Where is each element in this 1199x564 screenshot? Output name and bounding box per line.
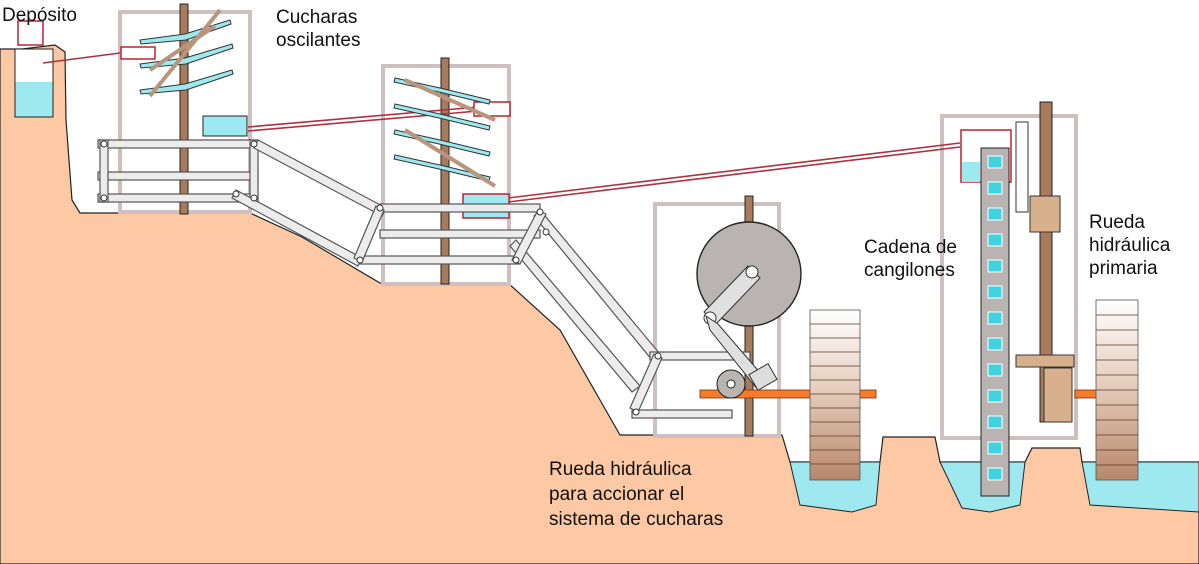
small-gear — [716, 369, 746, 399]
water-wheel-drive — [809, 309, 861, 481]
oscillating-spoons-1 — [139, 8, 234, 98]
label-rueda-hidraulica-primaria: Rueda hidráulica primaria — [1089, 212, 1171, 279]
bucket-chain — [980, 147, 1010, 497]
red-pipes — [42, 52, 961, 203]
label-rueda-accionar: Rueda hidráulica para accionar el sistem… — [549, 459, 724, 530]
linkage-pivots — [100, 140, 662, 416]
water-wheel-primary — [1095, 299, 1139, 481]
gearing — [1015, 121, 1075, 423]
crank-disc — [696, 221, 802, 391]
label-deposito: Depósito — [2, 5, 77, 26]
label-cadena-de-cangilones: Cadena de cangilones — [864, 237, 957, 281]
oscillating-spoons-2 — [393, 77, 497, 188]
reservoir — [14, 20, 54, 118]
label-cucharas-oscilantes: Cucharas oscilantes — [276, 7, 361, 51]
linkage-system — [97, 139, 751, 419]
